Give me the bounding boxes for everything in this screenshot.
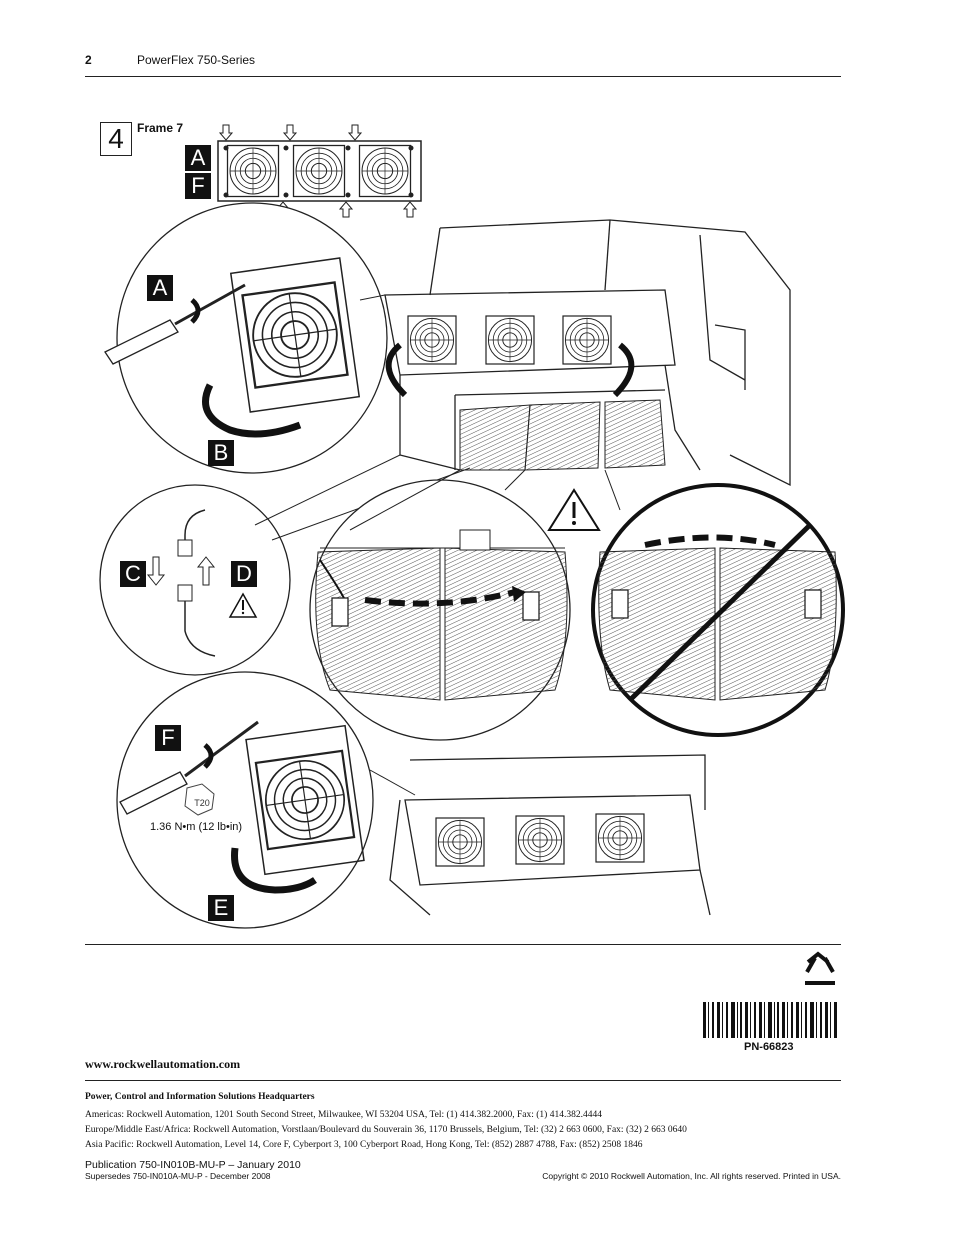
callout-a-top: A	[185, 145, 211, 171]
part-number: PN-66823	[744, 1041, 794, 1053]
screwdriver-icon	[119, 720, 259, 815]
step-number: 4	[100, 122, 132, 156]
supersedes-note: Supersedes 750-IN010A-MU-P - December 20…	[85, 1171, 271, 1181]
warning-icon	[547, 488, 601, 531]
footer-divider-2	[85, 1080, 841, 1081]
torque-spec: 1.36 N•m (12 lb•in)	[150, 821, 243, 833]
copyright: Copyright © 2010 Rockwell Automation, In…	[542, 1171, 841, 1181]
callout-a: A	[147, 275, 173, 301]
prohibited-icon	[628, 523, 812, 702]
publication-number: Publication 750-IN010B-MU-P – January 20…	[85, 1159, 301, 1171]
callout-f-top: F	[185, 173, 211, 199]
callout-b: B	[208, 440, 234, 466]
document-title: PowerFlex 750-Series	[137, 53, 256, 67]
recycle-icon	[805, 951, 835, 985]
barcode	[703, 1002, 837, 1038]
hq-title: Power, Control and Information Solutions…	[85, 1092, 315, 1102]
address-europe: Europe/Middle East/Africa: Rockwell Auto…	[85, 1125, 687, 1135]
drive-chassis-installed	[389, 754, 711, 916]
header-divider	[85, 76, 841, 77]
torx-bit-label: T20	[194, 798, 210, 808]
page-number: 2	[85, 53, 92, 67]
screwdriver-icon	[104, 283, 246, 365]
callout-e: E	[208, 895, 234, 921]
address-americas: Americas: Rockwell Automation, 1201 Sout…	[85, 1110, 602, 1120]
callout-f: F	[155, 725, 181, 751]
callout-c: C	[120, 561, 146, 587]
frame-label: Frame 7	[137, 121, 184, 135]
footer-divider	[85, 944, 841, 945]
website-link[interactable]: www.rockwellautomation.com	[85, 1057, 241, 1071]
callout-d: D	[231, 561, 257, 587]
address-asia: Asia Pacific: Rockwell Automation, Level…	[85, 1140, 643, 1150]
detail-circle-remove-fan	[116, 202, 388, 474]
warning-icon	[228, 592, 258, 618]
detail-circle-connector	[99, 484, 291, 676]
detail-circle-install-fan	[116, 671, 374, 929]
